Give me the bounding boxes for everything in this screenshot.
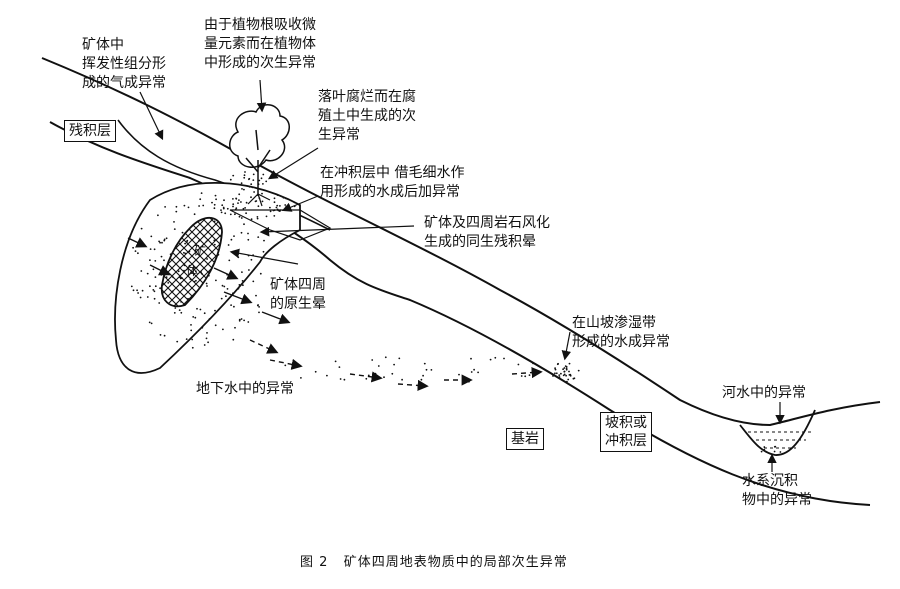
residual-layer-box: 残积层 — [64, 120, 116, 142]
residual-layer-boundary — [49, 121, 871, 506]
ore-label-1: 矿 — [194, 244, 207, 258]
bedrock-box: 基岩 — [506, 428, 544, 450]
plant-uptake-label: 由于植物根吸收微 量元素而在植物体 中形成的次生异常 — [204, 17, 316, 71]
colluvial-layer-box: 坡积或 冲积层 — [600, 412, 652, 452]
primary-halo-label: 矿体四周 的原生晕 — [270, 277, 326, 312]
seepage-label: 在山坡渗湿带 形成的水成异常 — [572, 315, 670, 350]
river-water-label: 河水中的异常 — [722, 385, 806, 401]
pointer-lines — [139, 79, 785, 472]
groundwater-flow-arrows — [127, 237, 543, 391]
figure-caption: 图 2 矿体四周地表物质中的局部次生异常 — [300, 555, 568, 570]
tree-icon — [229, 104, 290, 207]
ore-body — [160, 217, 223, 308]
capillary-label: 在冲积层中 借毛细水作 用形成的水成后加异常 — [320, 165, 465, 200]
stream-sediment-label: 水系沉积 物中的异常 — [742, 473, 812, 508]
leaf-litter-label: 落叶腐烂而在腐 殖土中生成的次 生异常 — [318, 89, 416, 143]
ore-label-2: 体 — [186, 264, 199, 278]
river-water-line — [748, 431, 812, 449]
weathering-label: 矿体及四周岩石风化 生成的同生残积晕 — [424, 215, 550, 250]
groundwater-label: 地下水中的异常 — [196, 381, 294, 397]
gas-anomaly-label: 矿体中 挥发性组分形 成的气成异常 — [82, 37, 166, 91]
ground-surface-line — [41, 57, 881, 427]
